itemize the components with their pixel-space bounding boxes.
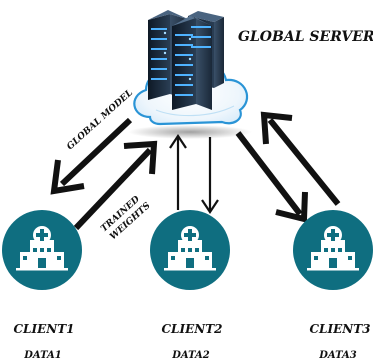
client2-data-label: DATA2 xyxy=(171,350,210,361)
client2-upload-arrow xyxy=(169,134,187,210)
client3-data-label: DATA3 xyxy=(318,350,357,361)
global-model-arrow xyxy=(50,117,133,195)
client3-upload-arrow xyxy=(260,111,341,206)
server-rack-icon xyxy=(148,10,224,110)
client1-label: CLIENT1 xyxy=(14,322,75,336)
server-title: GLOBAL SERVER xyxy=(238,29,373,45)
client1-data-label: DATA1 xyxy=(23,350,62,361)
client3-label: CLIENT3 xyxy=(310,322,371,336)
client3-node xyxy=(293,210,373,290)
trained-weights-arrow xyxy=(73,140,158,231)
cloud-shadow xyxy=(128,125,252,139)
global-model-label: GLOBAL MODEL xyxy=(65,88,135,152)
client3-download-arrow xyxy=(235,131,308,223)
client2-node xyxy=(150,210,230,290)
client1-node xyxy=(2,210,82,290)
client2-download-arrow xyxy=(201,137,219,214)
client2-label: CLIENT2 xyxy=(162,322,223,336)
